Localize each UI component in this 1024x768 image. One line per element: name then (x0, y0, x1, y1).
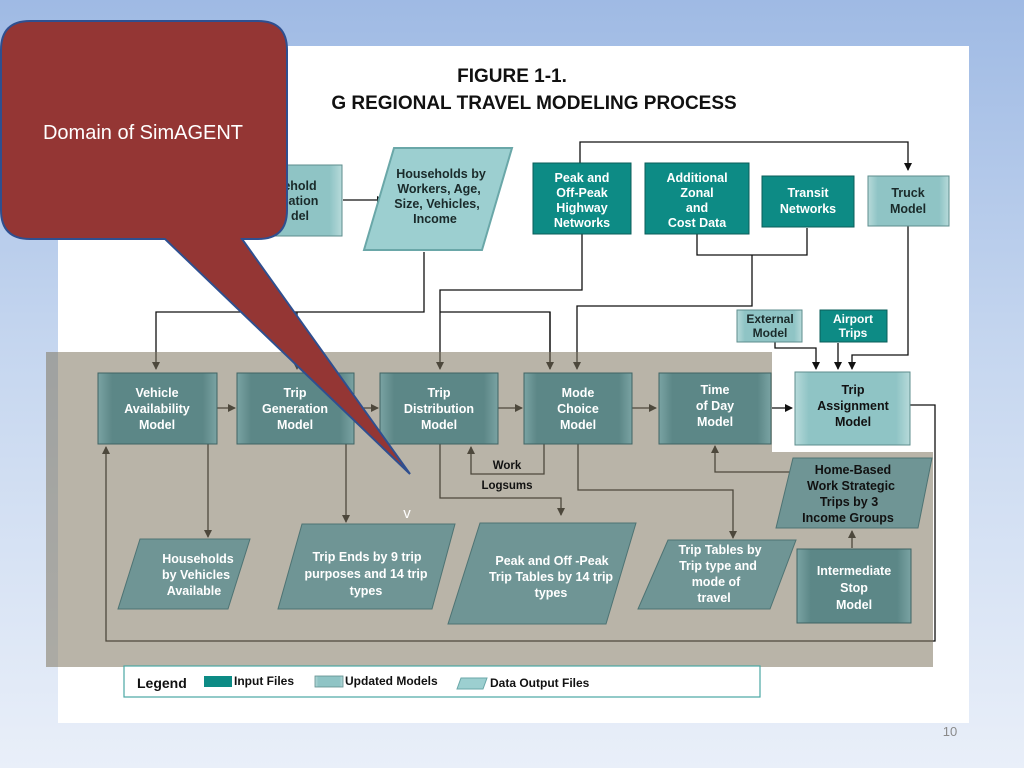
trip-distribution-line3: Model (421, 418, 457, 432)
peak-offpeak-tables-output: Peak and Off -Peak Trip Tables by 14 tri… (447, 522, 637, 625)
vehicle-availability-model-box: Vehicle Availability Model (97, 372, 218, 445)
zonal-cost-line1: Additional (666, 171, 727, 185)
simagent-callout (0, 20, 411, 475)
transit-networks-box: Transit Networks (761, 175, 855, 228)
highway-networks-line4: Networks (554, 216, 610, 230)
trip-generation-line1: Trip (284, 386, 307, 400)
zonal-cost-line4: Cost Data (668, 216, 727, 230)
trip-tables-mode-output: Trip Tables by Trip type and mode of tra… (637, 539, 797, 610)
slide-number: 10 (942, 724, 958, 739)
external-model-line2: Model (753, 326, 788, 340)
households-by-workers-box: Households by Workers, Age, Size, Vehicl… (362, 147, 514, 251)
highway-networks-box: Peak and Off-Peak Highway Networks (532, 162, 632, 235)
household-location-line1: ehold (283, 179, 316, 193)
trip-assignment-line1: Trip (842, 383, 865, 397)
trip-distribution-line1: Trip (428, 386, 451, 400)
households-by-workers-line4: Income (413, 212, 457, 226)
zonal-cost-line2: Zonal (680, 186, 713, 200)
time-of-day-line1: Time (701, 383, 730, 397)
mode-choice-line1: Mode (562, 386, 595, 400)
zonal-cost-data-box: Additional Zonal and Cost Data (644, 162, 750, 235)
highway-networks-line3: Highway (556, 201, 607, 215)
home-based-work-line3: Trips by 3 (820, 495, 878, 509)
peak-offpeak-line1: Peak and Off -Peak (495, 554, 608, 568)
trip-ends-output: Trip Ends by 9 trip purposes and 14 trip… (277, 523, 456, 610)
legend-model-label: Updated Models (345, 674, 438, 688)
trip-generation-line3: Model (277, 418, 313, 432)
home-based-work-box: Home-Based Work Strategic Trips by 3 Inc… (775, 457, 933, 529)
trip-ends-line1: Trip Ends by 9 trip (312, 550, 421, 564)
figure-title-line1: FIGURE 1-1. (457, 66, 567, 87)
legend-output-label: Data Output Files (490, 676, 590, 690)
households-by-workers-line3: Size, Vehicles, (394, 197, 479, 211)
households-by-workers-line2: Workers, Age, (397, 182, 480, 196)
household-location-line2: cation (282, 194, 319, 208)
truck-model-box: Truck Model (867, 175, 950, 227)
zonal-cost-line3: and (686, 201, 708, 215)
transit-networks-line1: Transit (788, 186, 830, 200)
mode-choice-line3: Model (560, 418, 596, 432)
trip-tables-mode-line2: Trip type and (679, 559, 757, 573)
intermediate-stop-model-box: Intermediate Stop Model (796, 548, 912, 624)
highway-networks-line1: Peak and (555, 171, 610, 185)
intermediate-stop-line1: Intermediate (817, 564, 891, 578)
simagent-callout-text: Domain of SimAGENT (43, 122, 243, 144)
peak-offpeak-line3: types (535, 586, 568, 600)
work-logsums-line2: Logsums (481, 480, 532, 492)
external-model-box: External Model (736, 309, 803, 343)
home-based-work-line2: Work Strategic (807, 479, 895, 493)
highway-networks-line2: Off-Peak (556, 186, 607, 200)
household-location-line3: del (291, 209, 309, 223)
trip-assignment-model-box: Trip Assignment Model (794, 371, 911, 446)
airport-trips-line2: Trips (839, 326, 868, 340)
trip-ends-line2: purposes and 14 trip (305, 567, 428, 581)
time-of-day-line2: of Day (696, 399, 734, 413)
external-model-line1: External (746, 312, 793, 326)
trip-generation-line2: Generation (262, 402, 328, 416)
truck-model-line1: Truck (891, 186, 924, 200)
trip-distribution-line2: Distribution (404, 402, 474, 416)
trip-ends-line3: types (350, 584, 383, 598)
intermediate-stop-line3: Model (836, 598, 872, 612)
work-logsums-line1: Work (493, 460, 522, 472)
households-by-vehicles-line3: Available (167, 584, 221, 598)
trip-distribution-model-box: Trip Distribution Model (379, 372, 499, 445)
vehicle-availability-line1: Vehicle (135, 386, 178, 400)
legend-input-label: Input Files (234, 674, 294, 688)
trip-assignment-line3: Model (835, 415, 871, 429)
households-by-workers-line1: Households by (396, 167, 486, 181)
time-of-day-line3: Model (697, 415, 733, 429)
legend-title: Legend (137, 675, 187, 691)
trip-tables-mode-line4: travel (697, 591, 730, 605)
intermediate-stop-line2: Stop (840, 581, 868, 595)
vehicle-availability-line3: Model (139, 418, 175, 432)
figure-title-line2: G REGIONAL TRAVEL MODELING PROCESS (331, 93, 736, 114)
households-by-vehicles-line2: by Vehicles (162, 568, 230, 582)
mode-choice-line2: Choice (557, 402, 599, 416)
trip-tables-mode-line1: Trip Tables by (678, 543, 761, 557)
peak-offpeak-line2: Trip Tables by 14 trip (489, 570, 613, 584)
airport-trips-line1: Airport (833, 312, 873, 326)
households-by-vehicles-output: Households by Vehicles Available (117, 538, 251, 610)
overlay-mark: v (403, 505, 411, 522)
home-based-work-line4: Income Groups (802, 511, 894, 525)
home-based-work-line1: Home-Based (815, 463, 891, 477)
vehicle-availability-line2: Availability (124, 402, 190, 416)
legend-output-swatch (456, 677, 488, 690)
legend-model-swatch (314, 675, 344, 688)
transit-networks-line2: Networks (780, 202, 836, 216)
truck-model-line2: Model (890, 202, 926, 216)
legend-input-swatch (204, 676, 232, 687)
trip-assignment-line2: Assignment (817, 399, 889, 413)
mode-choice-model-box: Mode Choice Model (523, 372, 633, 445)
airport-trips-box: Airport Trips (819, 309, 888, 343)
time-of-day-model-box: Time of Day Model (658, 372, 772, 445)
legend: Legend Input Files Updated Models Data O… (123, 665, 761, 698)
households-by-vehicles-line1: Households (162, 552, 234, 566)
trip-tables-mode-line3: mode of (692, 575, 741, 589)
